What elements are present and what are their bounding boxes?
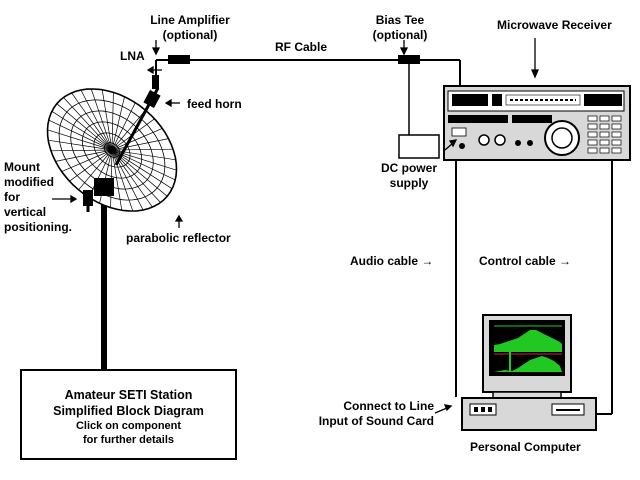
microwave-receiver[interactable] [443, 85, 631, 161]
receiver-key [611, 139, 622, 146]
dc-power-supply-line-2: supply [389, 176, 429, 190]
receiver-key [599, 131, 610, 138]
line-amplifier[interactable] [168, 55, 190, 64]
lna-label[interactable]: LNA [120, 49, 145, 63]
personal-computer-label[interactable]: Personal Computer [470, 440, 581, 454]
receiver-key [611, 131, 622, 138]
receiver-key [599, 123, 610, 130]
bias-tee[interactable] [398, 55, 420, 64]
title-line-2: Simplified Block Diagram [53, 404, 204, 418]
feed-horn[interactable] [114, 75, 161, 166]
bias-tee-label[interactable]: Bias Tee (optional) [365, 13, 435, 43]
receiver-key [599, 115, 610, 122]
bias-tee-note: (optional) [372, 28, 428, 42]
line-amplifier-note: (optional) [162, 28, 218, 42]
receiver-key [611, 115, 622, 122]
rf-cable-label[interactable]: RF Cable [275, 40, 328, 54]
mount-label-line-2: modified [4, 175, 54, 189]
bias-tee-title: Bias Tee [375, 13, 425, 27]
receiver-key [587, 115, 598, 122]
dc-power-supply[interactable] [398, 64, 440, 159]
line-amplifier-label[interactable]: Line Amplifier (optional) [140, 13, 240, 43]
parabolic-reflector-dish[interactable] [46, 88, 178, 212]
audio-cable-label[interactable]: Audio cable → [350, 254, 434, 268]
sound-card-line-1: Connect to Line [343, 399, 434, 413]
dc-power-supply-label[interactable]: DC power supply [374, 161, 444, 191]
receiver-key [611, 147, 622, 154]
lna[interactable] [155, 59, 170, 75]
receiver-key [587, 131, 598, 138]
title-line-3: Click on component [75, 420, 182, 432]
personal-computer[interactable] [461, 314, 597, 431]
mount-label-line-3: for [4, 190, 20, 204]
mount-label-line-5: positioning. [4, 220, 72, 234]
sound-card-line-2: Input of Sound Card [318, 414, 434, 428]
dish-mount[interactable] [83, 178, 114, 212]
pointer-arrows [52, 38, 539, 414]
sound-card-label[interactable]: Connect to Line Input of Sound Card [304, 399, 434, 429]
microwave-receiver-label[interactable]: Microwave Receiver [497, 18, 612, 32]
receiver-key [611, 123, 622, 130]
control-cable-label[interactable]: Control cable → [479, 254, 572, 268]
feed-horn-label[interactable]: feed horn [187, 97, 242, 111]
title-line-4: for further details [82, 434, 175, 446]
control-cable[interactable] [597, 160, 613, 415]
receiver-key [587, 139, 598, 146]
mount-label-line-4: vertical [4, 205, 47, 219]
line-amplifier-title: Line Amplifier [150, 13, 230, 27]
receiver-key [599, 147, 610, 154]
receiver-key [587, 147, 598, 154]
mount-label-line-1: Mount [4, 160, 40, 174]
title-box[interactable]: Amateur SETI Station Simplified Block Di… [20, 369, 237, 460]
receiver-key [587, 123, 598, 130]
receiver-key [599, 139, 610, 146]
parabolic-reflector-label[interactable]: parabolic reflector [126, 231, 231, 245]
title-line-1: Amateur SETI Station [64, 388, 193, 402]
mount-label[interactable]: Mount modified for vertical positioning. [4, 160, 72, 235]
dc-power-supply-line-1: DC power [380, 161, 437, 175]
